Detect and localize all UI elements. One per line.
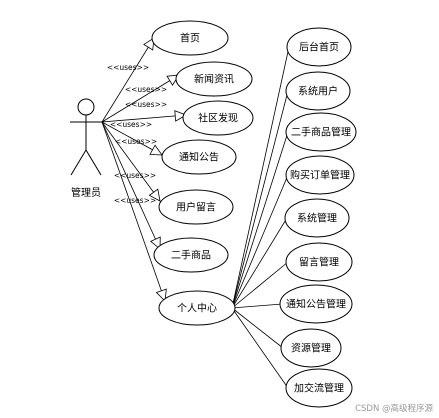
use-case-label: 社区发现 <box>198 112 238 125</box>
use-case-ellipse <box>286 27 352 67</box>
use-case-label: 二手商品 <box>171 249 211 262</box>
uses-connector <box>101 74 180 123</box>
uses-arrowhead <box>149 144 163 156</box>
watermark: CSDN @高级程序源 <box>355 404 433 414</box>
actor-left-leg <box>70 149 87 176</box>
use-case-label: 通知公告管理 <box>286 298 346 311</box>
uses-label: <<uses>> <box>125 85 167 94</box>
connector-layer <box>101 37 290 389</box>
use-case-ellipse <box>182 100 254 136</box>
use-case-ellipse <box>153 237 229 273</box>
include-connector <box>231 307 284 349</box>
uses-connector <box>101 114 187 123</box>
uses-label: <<uses>> <box>125 100 167 109</box>
include-connector <box>231 303 283 309</box>
uses-label: <<uses>> <box>114 196 156 205</box>
use-case-label: 加交流管理 <box>294 382 344 395</box>
include-connector <box>231 217 288 309</box>
use-case-ellipse <box>158 189 234 225</box>
use-case-ellipse <box>279 284 353 324</box>
use-case-ellipse <box>285 71 351 111</box>
user-use-cases: <<uses>> 首页 <<uses>> 新闻资讯 <<uses>> 社区发现 <<uses… <box>107 20 254 326</box>
uses-label: <<uses>> <box>107 63 149 72</box>
use-case-ellipse <box>158 290 236 326</box>
use-case-ellipse <box>175 61 253 97</box>
admin-use-cases: 后台首页系统用户二手商品管理购买订单管理系统管理留言管理通知公告管理资源管理加交… <box>279 27 357 408</box>
use-case-ellipse <box>284 198 350 238</box>
include-connector <box>231 131 289 309</box>
uses-arrowhead <box>174 110 187 122</box>
include-connector <box>231 261 289 309</box>
use-case-label: 资源管理 <box>291 342 331 355</box>
include-connector <box>231 90 289 309</box>
uses-connector <box>101 121 163 156</box>
uses-connector <box>101 121 161 250</box>
uses-arrowhead <box>155 288 167 302</box>
use-case-ellipse <box>280 328 342 368</box>
use-case-label: 后台首页 <box>299 41 339 54</box>
use-case-label: 购买订单管理 <box>290 169 350 182</box>
actor-label: 管理员 <box>71 186 101 199</box>
uses-label: <<uses>> <box>114 171 156 180</box>
uses-connector <box>101 37 155 123</box>
use-case-label: 系统用户 <box>298 85 338 98</box>
use-case-ellipse <box>151 20 229 56</box>
use-case-ellipse <box>285 155 355 195</box>
uses-arrowhead <box>148 188 161 202</box>
use-case-ellipse <box>161 139 237 175</box>
actor-right-leg <box>85 149 102 176</box>
include-connector <box>231 307 289 389</box>
use-case-label: 个人中心 <box>177 302 217 315</box>
actor-head <box>77 98 95 116</box>
use-case-ellipse <box>285 112 357 152</box>
use-case-ellipse <box>285 242 353 282</box>
uses-arrowhead <box>143 37 155 51</box>
use-case-label: 新闻资讯 <box>194 73 234 86</box>
use-case-ellipse <box>285 368 353 408</box>
uses-connector <box>101 121 166 302</box>
use-case-label: 通知公告 <box>179 151 219 164</box>
use-case-label: 系统管理 <box>297 212 337 225</box>
uses-connector <box>101 121 161 202</box>
uses-label: <<uses>> <box>115 137 157 146</box>
uses-arrowhead <box>150 236 161 250</box>
actor <box>70 98 102 176</box>
uses-label: <<uses>> <box>110 120 152 129</box>
use-case-label: 留言管理 <box>299 256 339 269</box>
include-connector <box>231 46 290 309</box>
use-case-label: 二手商品管理 <box>291 126 351 139</box>
use-case-label: 首页 <box>180 32 200 45</box>
use-case-label: 用户留言 <box>176 201 216 214</box>
include-connector <box>231 174 289 309</box>
